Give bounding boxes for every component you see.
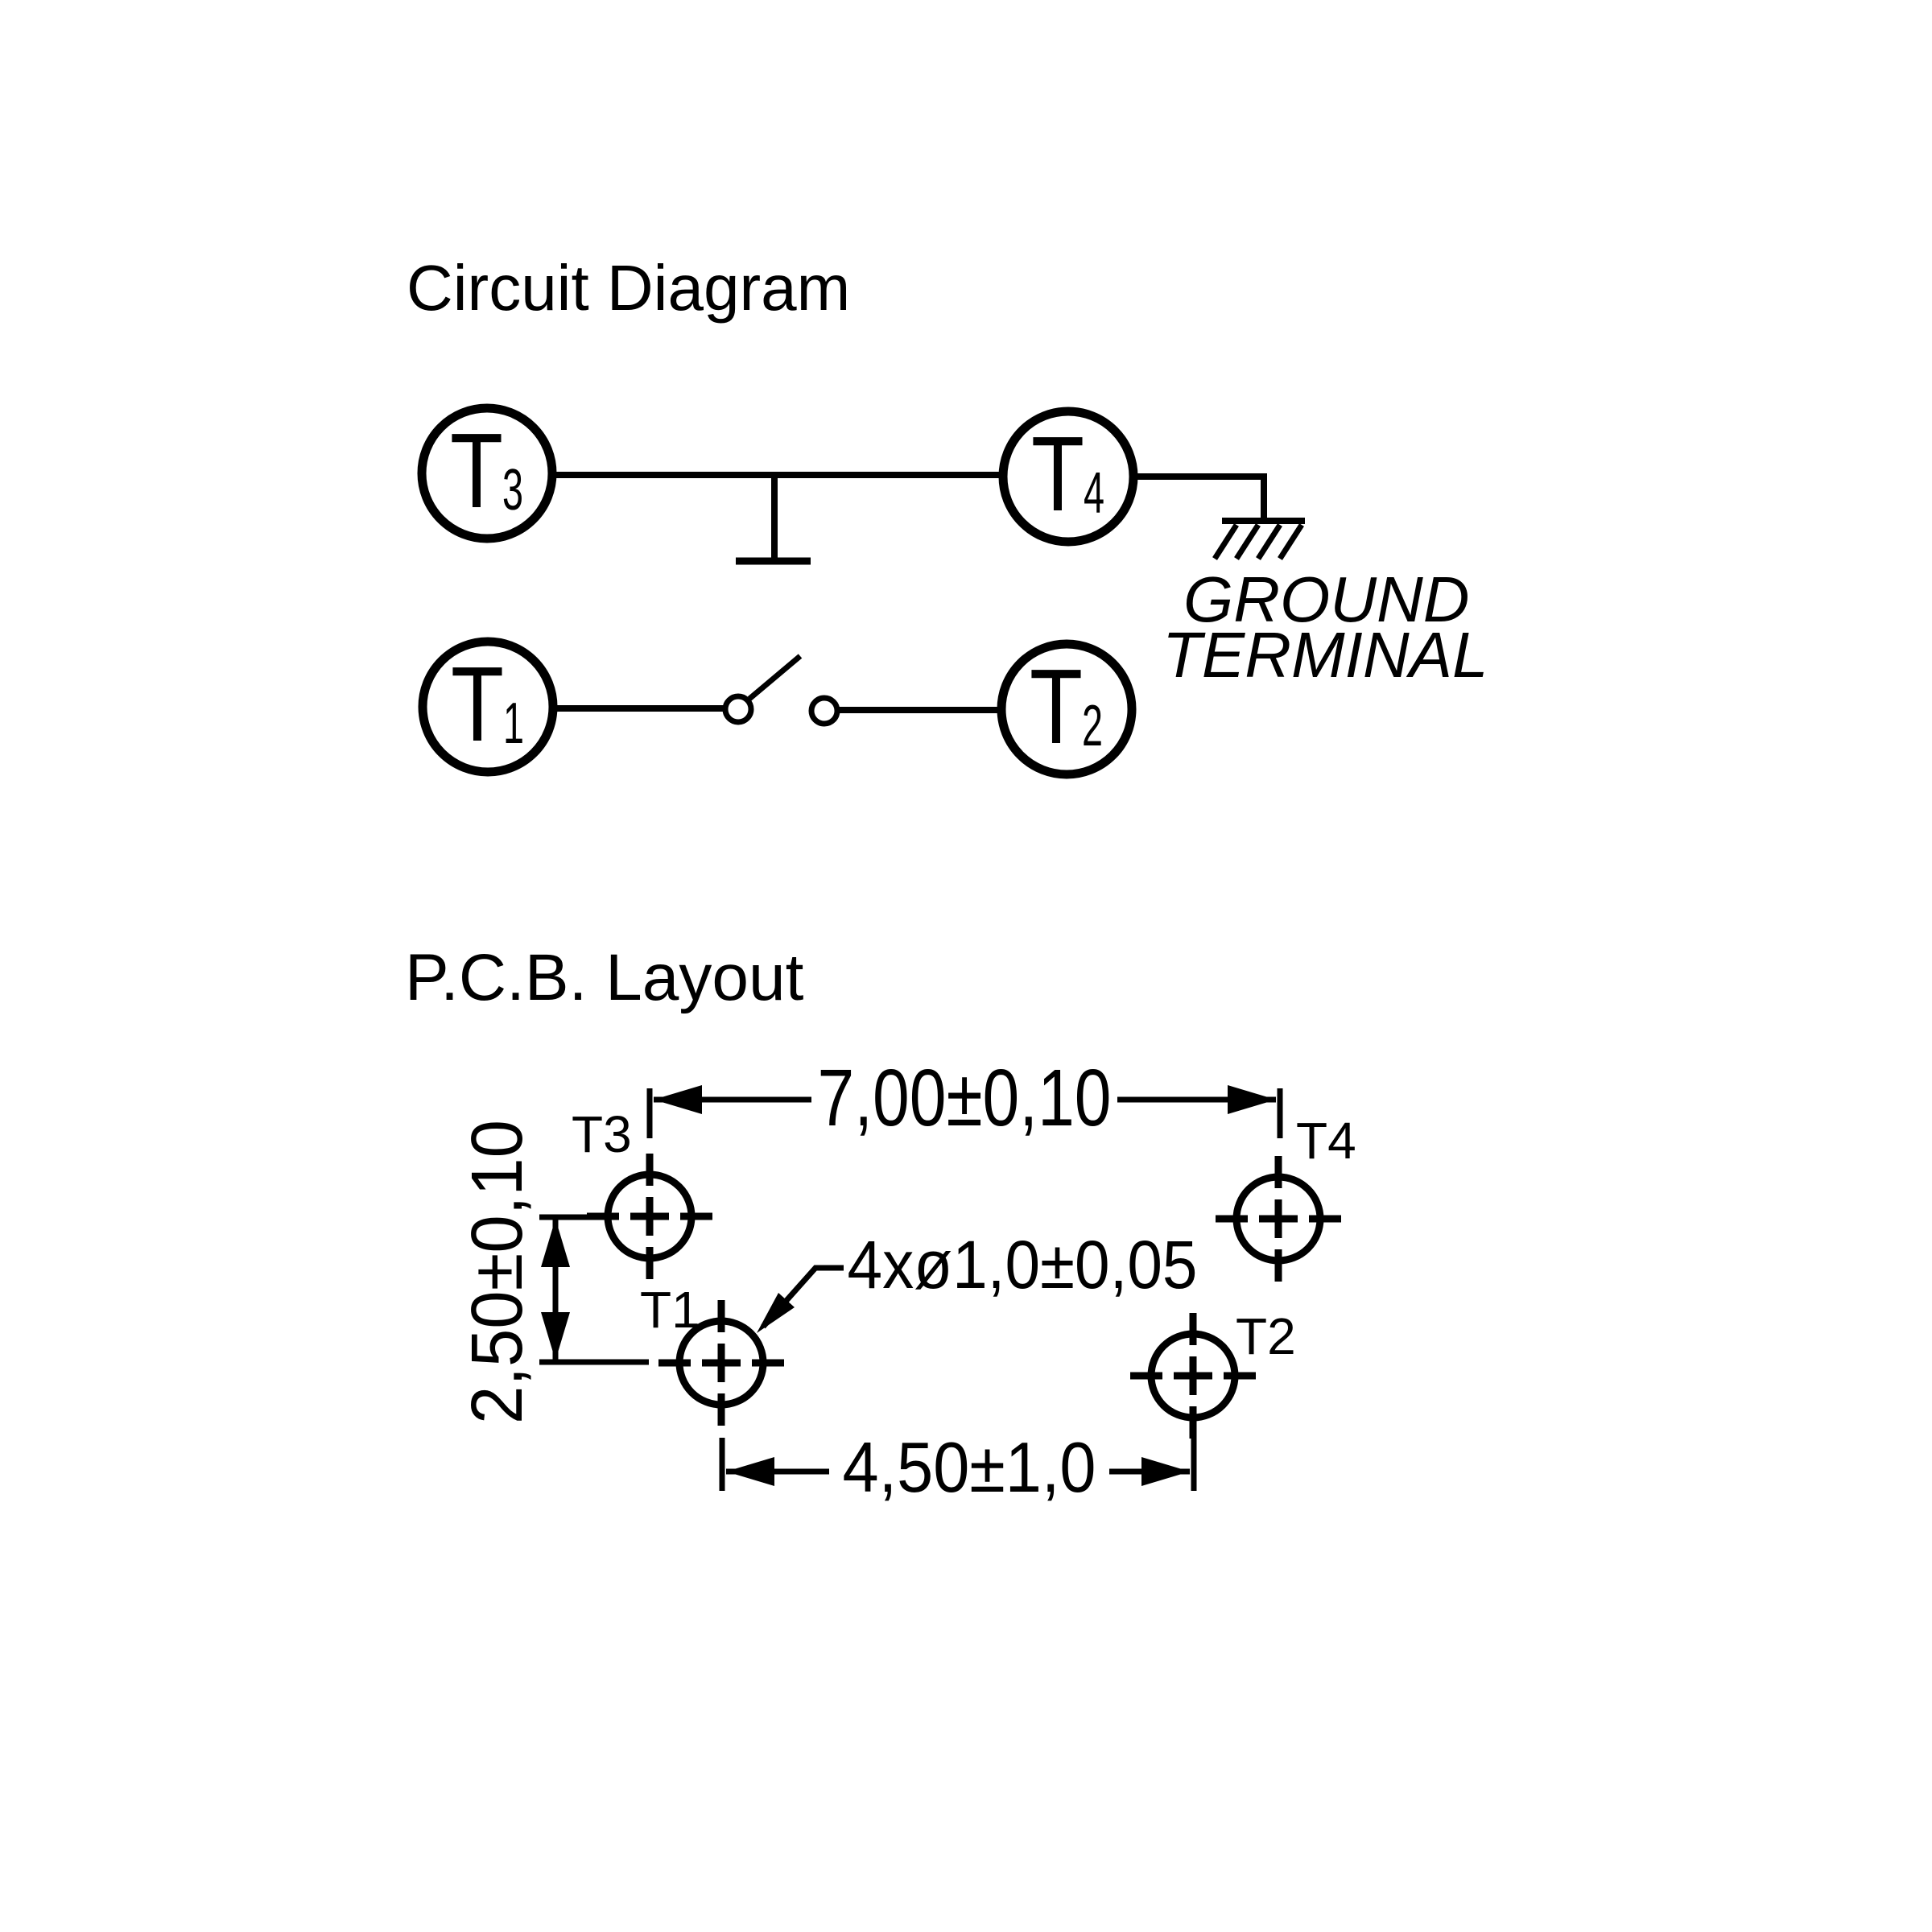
dim-top-arrow-right bbox=[1228, 1085, 1276, 1114]
hole-diameter-callout: 4xø1,0±0,05 bbox=[757, 1227, 1198, 1333]
dim-left-arrow-down bbox=[541, 1312, 570, 1360]
dimension-left: 2,50±0,10 bbox=[457, 1120, 649, 1424]
ground-symbol-icon bbox=[1212, 518, 1305, 560]
dim-top-value: 7,00±0,10 bbox=[818, 1053, 1112, 1143]
terminal-t3-letter: T bbox=[450, 411, 503, 530]
wire-t4-ground bbox=[1133, 473, 1267, 520]
ground-hatch-1 bbox=[1212, 523, 1239, 560]
pcb-hole-t1 bbox=[658, 1300, 784, 1426]
pcb-layout-title: P.C.B. Layout bbox=[405, 941, 804, 1014]
actuator-plunger-symbol bbox=[736, 475, 811, 565]
pcb-label-t3: T3 bbox=[572, 1105, 632, 1163]
dim-bottom-arrow-left bbox=[726, 1457, 774, 1486]
callout-leader-arrow bbox=[757, 1293, 795, 1333]
ground-label-line2: TERMINAL bbox=[1162, 619, 1488, 691]
terminal-t2: T 2 bbox=[997, 639, 1137, 779]
ground-label-line1: GROUND bbox=[1183, 564, 1470, 635]
terminal-t3-subscript: 3 bbox=[502, 458, 523, 522]
ground-hatch-4 bbox=[1278, 523, 1304, 560]
terminal-t1-subscript: 1 bbox=[503, 691, 524, 756]
callout-value: 4xø1,0±0,05 bbox=[848, 1227, 1198, 1302]
terminal-t1-letter: T bbox=[451, 645, 504, 763]
pcb-label-t2: T2 bbox=[1236, 1307, 1296, 1365]
ground-hatch-3 bbox=[1256, 523, 1282, 560]
dim-bottom-arrow-right bbox=[1141, 1457, 1190, 1486]
pcb-hole-t2 bbox=[1130, 1313, 1256, 1439]
dim-bottom-value: 4,50±1,0 bbox=[843, 1427, 1096, 1507]
terminal-t2-subscript: 2 bbox=[1082, 694, 1103, 758]
switch-contact-left bbox=[722, 693, 754, 725]
ground-hatch-2 bbox=[1234, 523, 1261, 560]
terminal-t4-letter: T bbox=[1031, 415, 1084, 533]
dim-left-value: 2,50±0,10 bbox=[457, 1120, 538, 1424]
circuit-diagram-title: Circuit Diagram bbox=[407, 252, 850, 324]
terminal-t2-letter: T bbox=[1030, 647, 1083, 766]
dim-left-arrow-up bbox=[541, 1219, 570, 1267]
pcb-label-t4: T4 bbox=[1296, 1112, 1356, 1170]
terminal-t4-subscript: 4 bbox=[1084, 461, 1104, 526]
pcb-label-t1: T1 bbox=[640, 1281, 700, 1339]
switch-lever bbox=[747, 654, 803, 701]
dimension-bottom: 4,50±1,0 bbox=[719, 1427, 1197, 1507]
dimension-top: 7,00±0,10 bbox=[646, 1053, 1283, 1143]
terminal-t1: T 1 bbox=[418, 637, 558, 777]
pcb-hole-t4 bbox=[1216, 1156, 1341, 1282]
terminal-t3: T 3 bbox=[417, 403, 557, 543]
dim-top-arrow-left bbox=[654, 1085, 702, 1114]
terminal-t4: T 4 bbox=[998, 407, 1138, 547]
